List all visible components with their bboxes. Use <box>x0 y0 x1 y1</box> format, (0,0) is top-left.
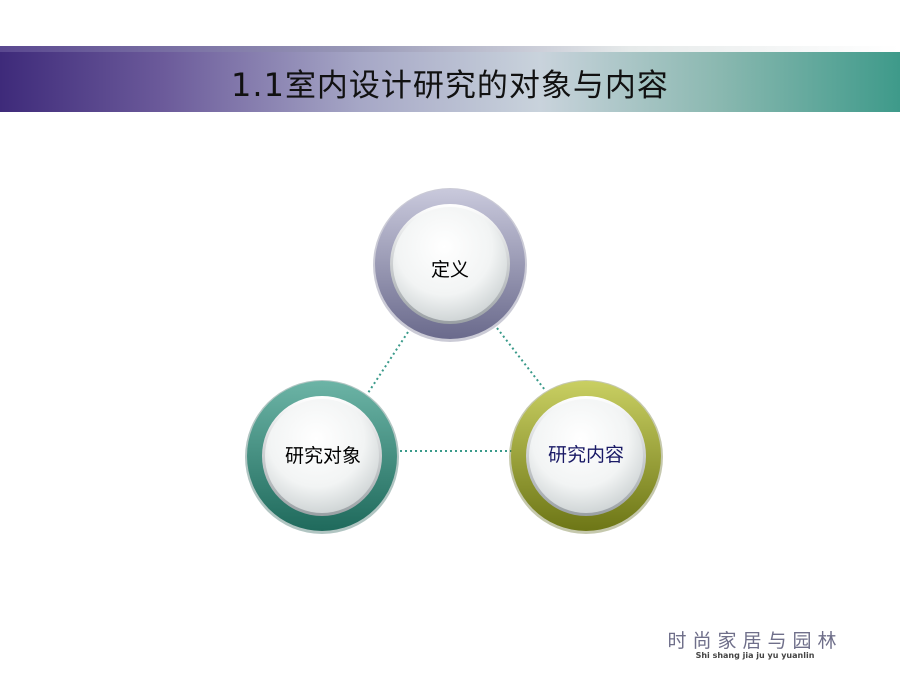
node-left-circle <box>245 380 399 534</box>
node-left-label: 研究对象 <box>284 445 361 467</box>
connector-top-left <box>367 331 409 394</box>
node-right-circle <box>509 380 663 534</box>
brand-pinyin: Shi shang jia ju yu yuanlin <box>695 651 815 660</box>
title-number: 1.1 <box>231 66 285 104</box>
node-top-circle <box>373 188 527 342</box>
title-bar <box>0 46 900 112</box>
connector-top-right <box>496 327 546 391</box>
title-text: 室内设计研究的对象与内容 <box>284 68 669 104</box>
node-top-label: 定义 <box>430 259 469 281</box>
node-right-label: 研究内容 <box>547 444 624 466</box>
brand-name: 时尚家居与园林 <box>667 630 843 652</box>
slide-title: 1.1室内设计研究的对象与内容 <box>0 60 900 105</box>
